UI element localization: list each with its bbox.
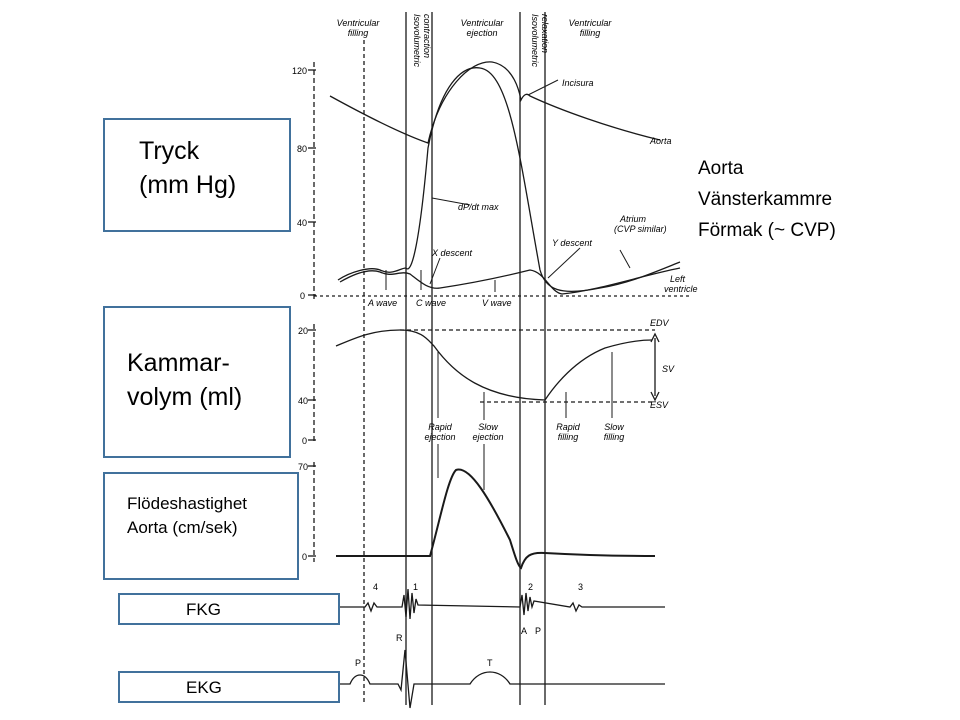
fkg-trace [336, 588, 665, 620]
svg-text:Isovolumetriccontraction: Isovolumetriccontraction [412, 14, 432, 68]
pressure-tick: 120 [292, 66, 307, 76]
aortic-flow-curve [336, 468, 656, 570]
heart-sound-3: 3 [578, 582, 583, 592]
esv-label: ESV [650, 400, 669, 410]
y-descent-label: Y descent [552, 238, 592, 248]
fkg-label-box: FKG [118, 593, 340, 625]
phase-label-ejection: Ventricular [461, 18, 505, 28]
flow-tick: 70 [298, 462, 308, 472]
rapid-ejection-label: Rapid [428, 422, 453, 432]
slow-ejection-label: Slow [478, 422, 498, 432]
pressure-tick: 80 [297, 144, 307, 154]
heart-sound-2: 2 [528, 582, 533, 592]
a-wave-label: A wave [367, 298, 397, 308]
legend-left-ventricle: Vänsterkammre [698, 189, 833, 210]
incisura-label: Incisura [562, 78, 594, 88]
svg-text:Isovolumetricrelaxation: Isovolumetricrelaxation [530, 14, 550, 68]
pressure-label: Tryck (mm Hg) [139, 137, 237, 199]
legend-aorta: Aorta [698, 158, 744, 179]
ekg-label-box: EKG [118, 671, 340, 703]
ekg-t-wave: T [487, 658, 493, 668]
sv-label: SV [662, 364, 675, 374]
aorta-pressure-curve [329, 61, 661, 144]
ekg-p-wave: P [355, 658, 361, 668]
pressure-tick: 0 [300, 291, 305, 301]
volume-label-box: Kammar- volym (ml) [103, 306, 291, 458]
v-wave-label: V wave [482, 298, 512, 308]
flow-label: Flödeshastighet Aorta (cm/sek) [127, 494, 248, 537]
c-wave-label: C wave [416, 298, 446, 308]
left-ventricle-label: Left [670, 274, 686, 284]
x-descent-label: X descent [431, 248, 473, 258]
heart-sound-1: 1 [413, 582, 418, 592]
fkg-label: FKG [186, 600, 221, 619]
aorta-curve-label: Aorta [649, 136, 672, 146]
atrium-label: Atrium [619, 214, 647, 224]
pressure-label-box: Tryck (mm Hg) [103, 118, 291, 232]
dpdt-label: dP/dt max [458, 202, 499, 212]
flow-tick: 0 [302, 552, 307, 562]
curve-legend: Aorta Vänsterkammre Förmak (~ CVP) [698, 153, 836, 246]
slow-filling-label: Slow [604, 422, 624, 432]
left-ventricle-pressure-curve [337, 67, 681, 292]
flow-label-box: Flödeshastighet Aorta (cm/sek) [103, 472, 299, 580]
ekg-label: EKG [186, 678, 222, 697]
volume-label: Kammar- volym (ml) [127, 349, 243, 411]
pressure-tick: 40 [297, 218, 307, 228]
ekg-trace [336, 649, 665, 709]
edv-label: EDV [650, 318, 670, 328]
phase-label-isovolumetric-relaxation: Isovolumetric [530, 14, 540, 68]
legend-atrium: Förmak (~ CVP) [698, 220, 836, 241]
phase-label-filling-1: Ventricular [337, 18, 381, 28]
s2-component-a: A [521, 626, 527, 636]
volume-tick: 0 [302, 436, 307, 446]
phase-label-isovolumetric-contraction: Isovolumetric [412, 14, 422, 68]
ventricle-volume-curve [335, 329, 653, 401]
s2-component-p: P [535, 626, 541, 636]
volume-tick: 20 [298, 326, 308, 336]
volume-tick: 40 [298, 396, 308, 406]
ekg-r-wave: R [396, 633, 403, 643]
atrium-pressure-curve [339, 267, 681, 295]
heart-sound-4: 4 [373, 582, 378, 592]
phase-label-filling-2: Ventricular [569, 18, 613, 28]
svg-text:Atrium(CVP similar): Atrium(CVP similar) [614, 214, 667, 234]
rapid-filling-label: Rapid [556, 422, 581, 432]
